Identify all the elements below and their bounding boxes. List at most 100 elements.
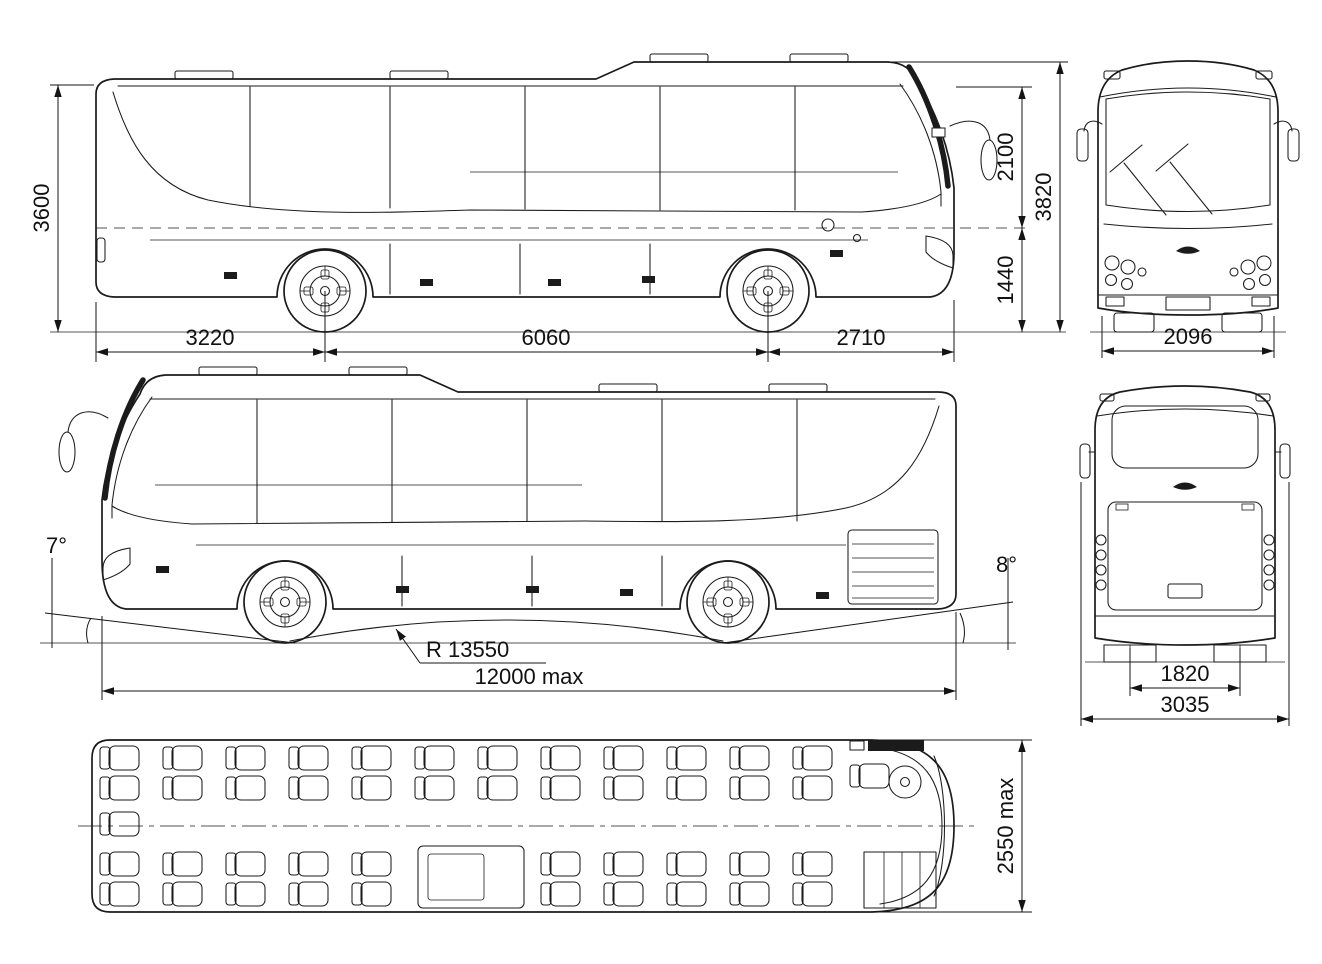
dim-label-plan-width: 2550 max xyxy=(993,778,1018,875)
dim-body-height: 3600 xyxy=(29,84,94,332)
plan-view: 2550 max xyxy=(78,739,1032,913)
wiper-left xyxy=(1109,144,1167,216)
dim-overall-width: 3035 xyxy=(1080,482,1290,726)
dim-label-lower-height: 1440 xyxy=(993,256,1018,305)
seat-pair xyxy=(792,745,833,801)
fog-lamp xyxy=(1105,296,1125,307)
front-wheel xyxy=(243,560,327,644)
seat-pair xyxy=(162,851,203,907)
side-view-right xyxy=(95,53,1030,333)
engine-hatch xyxy=(1107,501,1263,611)
dim-label-body-height: 3600 xyxy=(29,184,54,233)
seat-pair xyxy=(666,851,707,907)
seat-pair xyxy=(729,745,770,801)
dim-front-overhang: 2710 xyxy=(768,300,955,362)
dim-front-width: 2096 xyxy=(1101,316,1275,358)
dim-label-overall-width: 3035 xyxy=(1161,692,1210,717)
bay-handle xyxy=(830,250,843,257)
marker-light xyxy=(1255,70,1273,80)
roof-hatch xyxy=(649,53,709,63)
window-pillars xyxy=(249,86,796,211)
dim-label-approach-angle: 7° xyxy=(46,533,67,558)
roof-hatch xyxy=(389,70,449,80)
seat-pair xyxy=(288,745,329,801)
windshield xyxy=(899,83,942,207)
dim-label-ramp-radius: R 13550 xyxy=(426,637,509,662)
a-pillar-left xyxy=(102,377,146,501)
seat-pair xyxy=(351,745,392,801)
front-tire xyxy=(1113,312,1155,333)
bay-handle xyxy=(526,586,539,593)
windshield-left xyxy=(111,396,153,519)
dim-label-departure-angle: 8° xyxy=(996,552,1017,577)
side-view-left: 7° 8° R 13550 12000 max xyxy=(40,366,1017,700)
seat-pair xyxy=(603,745,644,801)
roof-hatch xyxy=(174,70,234,80)
seat-pair xyxy=(414,745,455,801)
plan-body-outline xyxy=(91,739,955,913)
dim-upper-height: 2100 xyxy=(956,86,1032,228)
bay-handle xyxy=(156,566,169,573)
mirror-right xyxy=(1273,120,1300,162)
dim-label-wheelbase: 6060 xyxy=(522,325,571,350)
dim-label-rear-overhang: 3220 xyxy=(186,325,235,350)
cowl-line-left xyxy=(111,505,193,525)
seat-pair xyxy=(540,745,581,801)
steering-wheel xyxy=(888,765,922,799)
control-box xyxy=(849,740,865,751)
driver-area xyxy=(849,740,945,897)
headlights-left xyxy=(1104,255,1147,291)
bay-handle xyxy=(816,592,829,599)
maz-logo-rear xyxy=(1173,482,1197,490)
filler-cap xyxy=(852,233,862,243)
front-door-panel xyxy=(868,740,924,751)
fuel-filler xyxy=(821,218,835,232)
marker-light xyxy=(1099,393,1115,402)
marker-light xyxy=(1255,393,1271,402)
seat-pair xyxy=(603,851,644,907)
mirror-right-rear xyxy=(1274,443,1291,479)
seat-pair xyxy=(225,851,266,907)
driver-seat xyxy=(849,763,890,789)
roof-seam xyxy=(1099,87,1277,98)
headlamp xyxy=(925,235,954,269)
ramp-breakover-arc xyxy=(289,619,724,642)
maz-logo xyxy=(1176,246,1200,254)
dim-wheelbase: 6060 xyxy=(325,291,769,362)
seat-pair xyxy=(540,851,581,907)
a-pillar xyxy=(906,64,951,189)
bay-handle xyxy=(420,279,433,286)
bay-handle xyxy=(396,586,409,593)
cowl-line xyxy=(861,193,942,213)
window-pillars xyxy=(256,399,798,524)
seat-pair xyxy=(162,745,203,801)
cowl-seam xyxy=(1103,223,1273,229)
roof-hatch xyxy=(198,366,258,376)
dim-ramp-radius: R 13550 xyxy=(395,628,546,664)
dim-label-rear-track: 1820 xyxy=(1161,661,1210,686)
dim-label-total-height: 3820 xyxy=(1031,173,1056,222)
bay-handle xyxy=(642,276,655,283)
dim-label-overall-length: 12000 max xyxy=(475,664,584,689)
seat-pair xyxy=(225,745,266,801)
dim-departure-angle: 8° xyxy=(722,552,1017,650)
rear-window xyxy=(1111,405,1259,469)
rear-lamp xyxy=(96,237,106,263)
center-door-step xyxy=(417,845,525,909)
dim-label-front-overhang: 2710 xyxy=(837,325,886,350)
wiper-right xyxy=(1155,143,1213,215)
dimensions-side-top: 3600 2100 1440 3820 3220 6060 xyxy=(29,61,1068,362)
fog-lamp xyxy=(1251,296,1271,307)
dim-label-front-width: 2096 xyxy=(1164,324,1213,349)
bay-handle xyxy=(224,272,237,279)
bay-handle xyxy=(548,279,561,286)
steering-hub xyxy=(899,776,911,788)
side-mirror-left-view xyxy=(58,411,109,473)
seat-pair xyxy=(666,745,707,801)
roof-hatch xyxy=(789,53,849,63)
seat-pair xyxy=(288,851,329,907)
roof-hatch xyxy=(768,383,828,393)
mirror-mount xyxy=(931,127,946,138)
